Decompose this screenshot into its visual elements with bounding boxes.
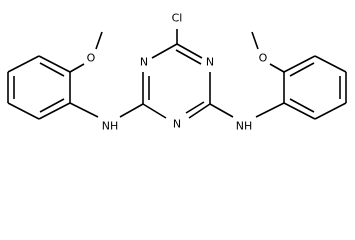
bond-left-aryl-9 [39, 98, 65, 113]
bonds [7, 29, 347, 120]
bond-left-o-aryl [69, 63, 85, 73]
bond-right-o-methyl [251, 31, 259, 50]
bond-left-o-methyl [95, 31, 103, 50]
amine-label-right: NH [236, 120, 253, 133]
bond-ring-5 [185, 101, 205, 114]
bond-right-aryl-9 [289, 98, 315, 113]
oxygen-label-left: O [87, 52, 96, 65]
amine-label-left: NH [102, 120, 119, 133]
bond-left-nh-aryl [69, 102, 99, 118]
bond-right-o-aryl [269, 63, 285, 73]
bond-right-nh-aryl [255, 102, 285, 118]
bond-ring-1 [176, 43, 203, 59]
triazine-nitrogen-label-upper-right: N [206, 56, 214, 69]
oxygen-label-right: O [259, 52, 268, 65]
chlorine-label: Cl [172, 12, 183, 25]
bond-right-aryl-3 [289, 62, 315, 77]
bond-left-aryl-4 [7, 55, 40, 73]
bond-ring-4 [188, 103, 211, 119]
bond-right-aryl-7 [314, 102, 347, 120]
bond-ring-9 [151, 43, 178, 59]
bond-left-aryl-2 [38, 55, 71, 73]
bond-right-aryl-8 [283, 102, 316, 120]
bond-left-aryl-7 [7, 102, 40, 120]
bond-ring-6 [142, 103, 167, 119]
bond-left-nh [119, 103, 144, 118]
bond-right-aryl-4 [314, 55, 347, 73]
bond-left-aryl-8 [38, 102, 71, 120]
bond-right-aryl-2 [283, 55, 316, 73]
chemical-structure: Cl N N N NH NH O O [7, 12, 347, 133]
bond-left-aryl-3 [39, 62, 65, 77]
triazine-nitrogen-label-bottom: N [173, 118, 181, 131]
triazine-nitrogen-label-upper-left: N [140, 56, 148, 69]
bond-ring-2 [175, 49, 202, 65]
bond-right-nh [209, 103, 234, 118]
atom-labels: Cl N N N NH NH O O [87, 12, 268, 133]
